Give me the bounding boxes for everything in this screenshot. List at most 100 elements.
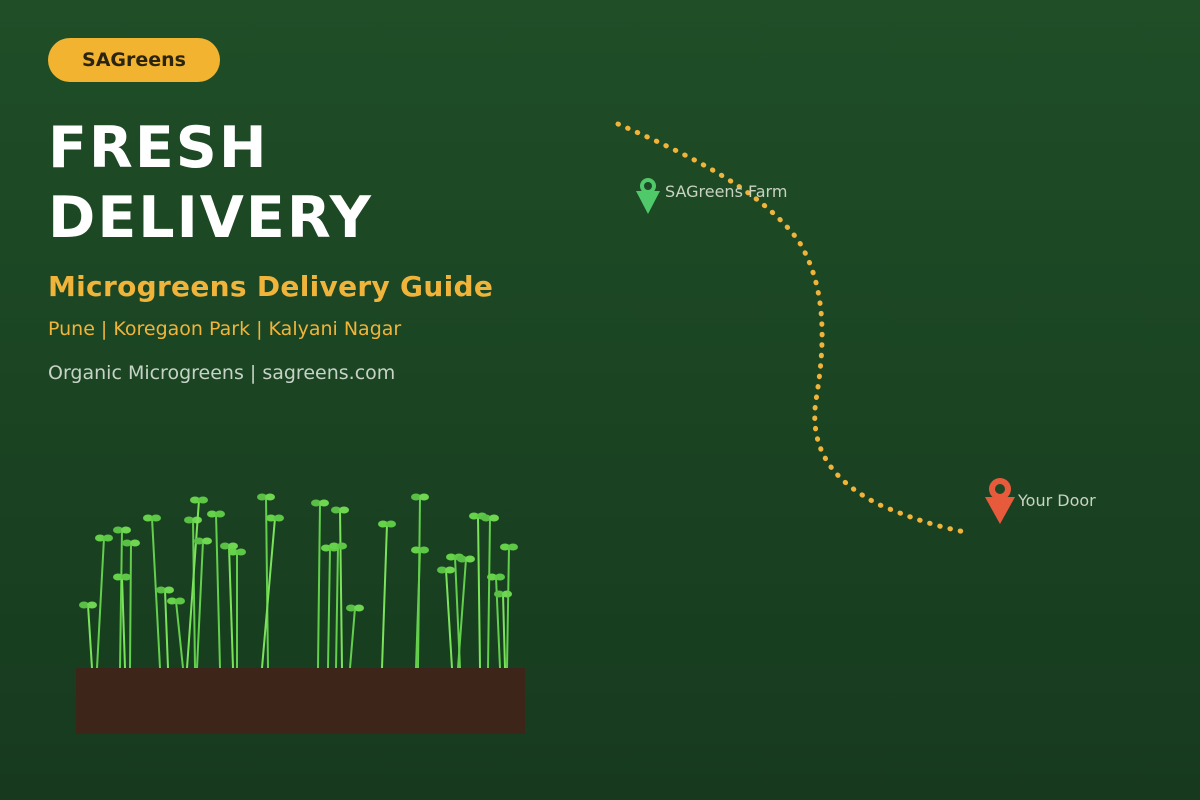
sprout-leaf	[164, 586, 174, 594]
sprout-leaf	[113, 526, 123, 534]
sprout-stem	[186, 499, 200, 669]
sprout-leaf	[500, 543, 510, 551]
sprout-leaf	[265, 493, 275, 501]
sprout-leaf	[95, 534, 105, 542]
sprout-leaf	[113, 573, 123, 581]
door-pin-icon	[985, 478, 1015, 524]
sprout-stem	[457, 558, 467, 669]
sprout-leaf	[143, 514, 153, 522]
sprout-stem	[506, 546, 510, 669]
sprout-stem	[196, 540, 204, 669]
sprout-stem	[129, 542, 132, 669]
sprout-leaf	[207, 510, 217, 518]
sprout-stem	[487, 517, 491, 669]
farm-pin-icon	[636, 178, 660, 214]
headline-line-1: FRESH	[48, 115, 269, 181]
soil-tray	[76, 668, 525, 734]
subtitle: Microgreens Delivery Guide	[48, 270, 494, 303]
sprout-leaf	[378, 520, 388, 528]
sprout-stem	[164, 589, 169, 669]
sprout-leaf	[184, 516, 194, 524]
sprout-stem	[228, 545, 234, 669]
sprout-stem	[477, 515, 481, 669]
sprout-leaf	[198, 496, 208, 504]
sprout-stem	[335, 545, 339, 669]
sprout-leaf	[151, 514, 161, 522]
sprout-stem	[317, 502, 321, 669]
sprout-leaf	[274, 514, 284, 522]
headline: FRESH DELIVERY	[48, 113, 373, 253]
farm-label: SAGreens Farm	[665, 182, 787, 201]
sprout-leaf	[331, 506, 341, 514]
sprout-leaf	[446, 553, 456, 561]
sprout-stem	[96, 537, 105, 669]
sprout-leaf	[502, 590, 512, 598]
sprout-leaf	[465, 555, 475, 563]
sprout-leaf	[487, 573, 497, 581]
sprout-leaf	[457, 555, 467, 563]
sprout-leaf	[121, 526, 131, 534]
sprout-leaf	[257, 493, 267, 501]
sprout-leaf	[194, 537, 204, 545]
sprout-stem	[175, 600, 184, 669]
sprout-stem	[339, 509, 343, 669]
headline-line-2: DELIVERY	[48, 185, 373, 251]
sprout-leaf	[228, 548, 238, 556]
sprout-leaf	[481, 514, 491, 522]
sprout-leaf	[103, 534, 113, 542]
sprout-leaf	[311, 499, 321, 507]
sprout-leaf	[79, 601, 89, 609]
sprout-leaf	[411, 493, 421, 501]
sprout-stem	[192, 519, 196, 669]
sprout-leaf	[489, 514, 499, 522]
sprout-leaf	[469, 512, 479, 520]
sprout-stem	[415, 549, 421, 669]
sprout-leaf	[495, 573, 505, 581]
sprout-leaf	[346, 604, 356, 612]
sprout-leaf	[386, 520, 396, 528]
microgreens-sprouts	[79, 493, 518, 669]
sprout-leaf	[266, 514, 276, 522]
sprout-leaf	[156, 586, 166, 594]
sprout-leaf	[319, 499, 329, 507]
door-label: Your Door	[1017, 491, 1096, 510]
sprout-stem	[215, 513, 221, 669]
sprout-leaf	[175, 597, 185, 605]
sprout-stem	[502, 593, 506, 669]
sprout-stem	[349, 607, 356, 669]
tagline: Organic Microgreens | sagreens.com	[48, 362, 396, 384]
sprout-leaf	[437, 566, 447, 574]
sprout-leaf	[236, 548, 246, 556]
sprout-stem	[121, 576, 126, 669]
sprout-stem	[445, 569, 453, 669]
sprout-stem	[119, 529, 123, 669]
sprout-stem	[327, 547, 331, 669]
sprout-leaf	[411, 546, 421, 554]
sprout-stem	[261, 517, 276, 669]
sprout-leaf	[228, 542, 238, 550]
sprout-leaf	[329, 542, 339, 550]
sprout-stem	[265, 496, 269, 669]
sprout-leaf	[445, 566, 455, 574]
sprout-leaf	[339, 506, 349, 514]
service-locations: Pune | Koregaon Park | Kalyani Nagar	[48, 318, 402, 340]
sprout-leaf	[419, 493, 429, 501]
sprout-stem	[151, 517, 161, 669]
sprout-leaf	[130, 539, 140, 547]
sprout-leaf	[337, 542, 347, 550]
sprout-leaf	[190, 496, 200, 504]
sprout-leaf	[87, 601, 97, 609]
sprout-leaf	[220, 542, 230, 550]
sprout-leaf	[321, 544, 331, 552]
brand-badge: SAGreens	[48, 38, 220, 82]
sprout-leaf	[419, 546, 429, 554]
sprout-leaf	[494, 590, 504, 598]
sprout-leaf	[202, 537, 212, 545]
sprout-leaf	[508, 543, 518, 551]
sprout-leaf	[354, 604, 364, 612]
sprout-stem	[381, 523, 388, 669]
sprout-leaf	[121, 573, 131, 581]
sprout-leaf	[167, 597, 177, 605]
sprout-leaf	[122, 539, 132, 547]
